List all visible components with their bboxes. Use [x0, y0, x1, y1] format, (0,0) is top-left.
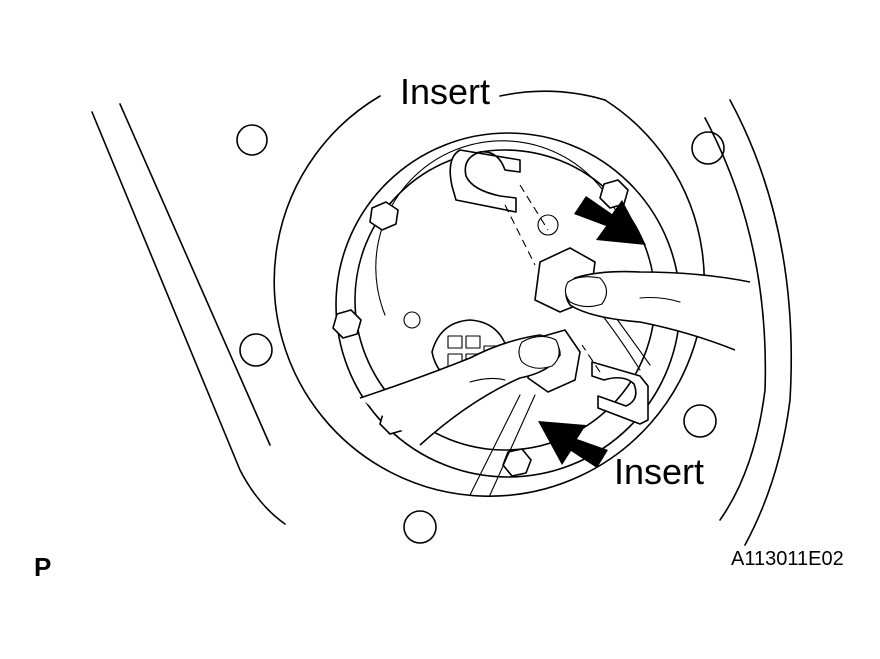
flange-bolt-holes — [236, 124, 725, 544]
tank-outline — [91, 99, 793, 546]
insert-label-top: Insert — [400, 71, 490, 112]
retainer-clip-lower — [581, 344, 649, 425]
technician-hands — [359, 270, 751, 446]
insert-label-bottom: Insert — [614, 451, 704, 492]
view-marker-label: P — [34, 552, 51, 582]
figure-code-label: A113011E02 — [731, 548, 844, 570]
arrow-up-left-icon — [538, 421, 608, 468]
arrow-down-right-icon — [574, 196, 646, 245]
retainer-clip-upper — [449, 149, 549, 266]
